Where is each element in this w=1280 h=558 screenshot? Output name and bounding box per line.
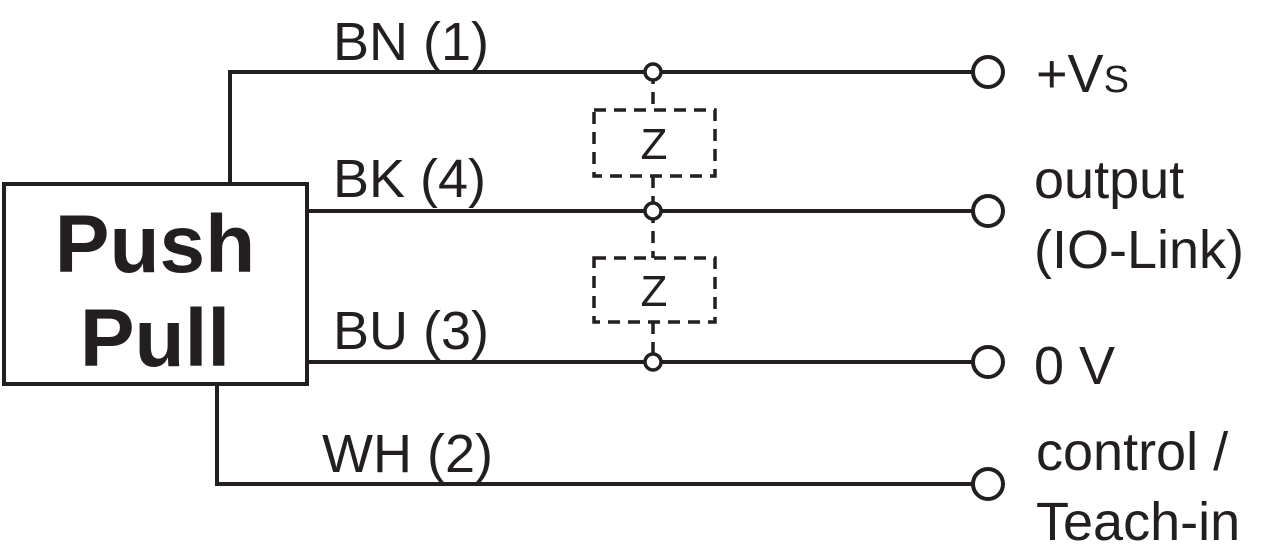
load-z-upper-label: Z <box>641 120 668 169</box>
wire-bn <box>228 70 972 184</box>
terminal-label-control-line2: Teach-in <box>1036 492 1240 552</box>
wire-label-bn: BN (1) <box>333 12 489 72</box>
wire-label-bu: BU (3) <box>333 301 489 361</box>
block-label-line1: Push <box>55 199 255 290</box>
terminal-label-vs-main: +V <box>1036 44 1104 104</box>
junction-node-bu <box>643 352 663 372</box>
terminal-control <box>971 467 1005 501</box>
wire-label-bk: BK (4) <box>333 149 486 209</box>
terminal-label-output-line2: (IO-Link) <box>1034 220 1244 280</box>
push-pull-block <box>2 182 309 386</box>
terminal-label-0v: 0 V <box>1034 336 1115 396</box>
junction-node-bn <box>643 62 663 82</box>
junction-node-bk <box>643 201 663 221</box>
terminal-label-vs-sub: S <box>1104 59 1129 101</box>
terminal-label-output-line1: output <box>1034 150 1184 210</box>
block-label-line2: Pull <box>80 293 230 384</box>
wire-wh <box>215 384 972 486</box>
wire-label-wh: WH (2) <box>322 424 493 484</box>
load-z-upper <box>592 108 717 178</box>
load-z-lower-label: Z <box>641 267 668 316</box>
load-z-lower <box>592 256 717 324</box>
terminal-label-vs: +VS <box>1036 44 1129 104</box>
terminal-0v <box>971 345 1005 379</box>
terminal-vs <box>971 55 1005 89</box>
terminal-output <box>971 194 1005 228</box>
terminal-label-control-line1: control / <box>1036 422 1228 482</box>
